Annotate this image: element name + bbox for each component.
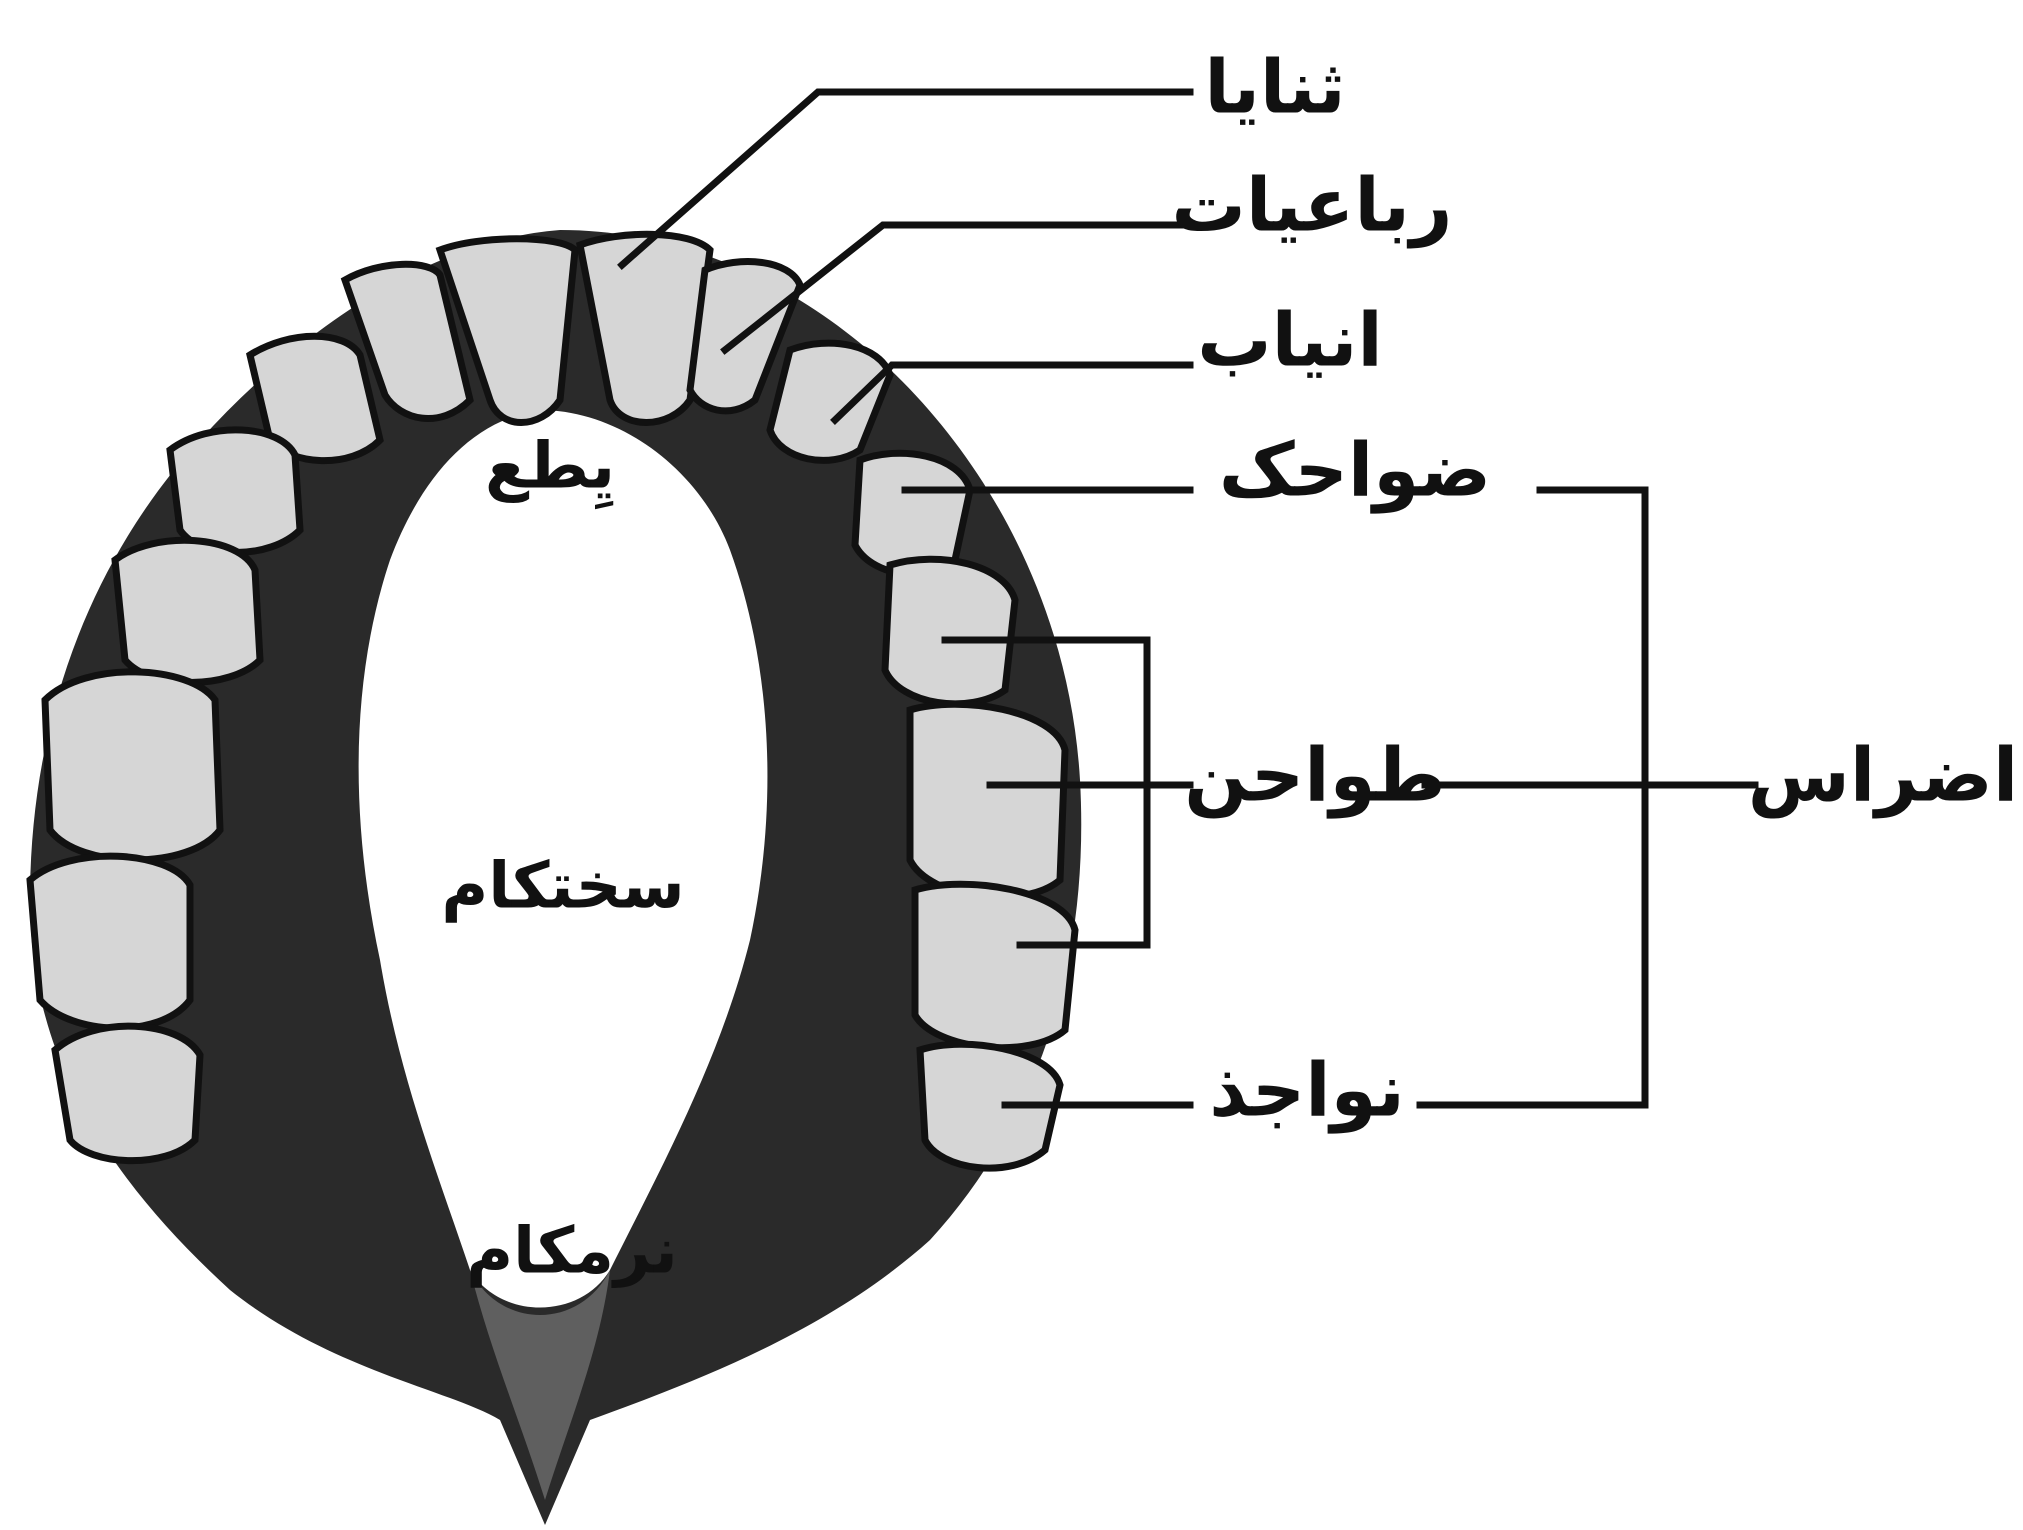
leader-incisors-central <box>622 92 1190 265</box>
label-incisive-papilla: یِطع <box>485 430 615 510</box>
label-canines: انیاب <box>1197 298 1383 384</box>
tooth-right-premolar-2 <box>885 559 1015 704</box>
leader-posterior-group-bracket <box>1420 490 1645 1105</box>
label-hard-palate: سختکام <box>441 850 684 924</box>
tooth-left-premolar-2 <box>115 540 260 682</box>
tooth-right-molar-2 <box>915 884 1075 1047</box>
tooth-left-molar-2 <box>30 856 190 1028</box>
tooth-right-premolar-1 <box>855 453 970 574</box>
label-posterior-group: اضراس <box>1748 733 2018 819</box>
label-soft-palate: نرمکام <box>466 1215 678 1289</box>
label-molars: طواحن <box>1184 733 1445 820</box>
label-incisors-lateral: رباعیات <box>1171 163 1452 249</box>
tooth-labels: ثنايا رباعیات انیاب ضواحک طواحن نواجذ اض… <box>1171 45 2018 1135</box>
label-incisors-central: ثنايا <box>1204 45 1345 131</box>
tooth-left-molar-3 <box>55 1026 200 1161</box>
label-premolars: ضواحک <box>1219 428 1491 515</box>
tooth-left-molar-1 <box>45 672 220 860</box>
label-wisdom-teeth: نواجذ <box>1209 1048 1405 1135</box>
tooth-left-premolar-1 <box>170 430 300 553</box>
tooth-right-molar-1 <box>910 704 1065 897</box>
